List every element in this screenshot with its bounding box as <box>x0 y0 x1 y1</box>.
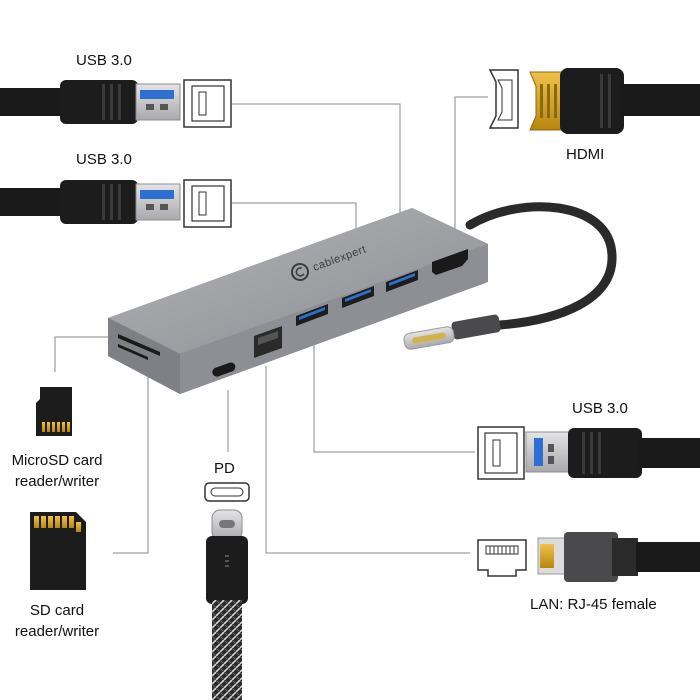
label-microsd-line2: reader/writer <box>14 473 100 490</box>
leader-usb-right <box>313 342 475 453</box>
hdmi-port-icon <box>488 69 519 129</box>
microsd-card-icon <box>36 387 72 436</box>
usb-cable-top-2 <box>0 180 181 224</box>
pd-usb-c-cable <box>206 509 248 700</box>
leader-microsd <box>54 336 118 372</box>
usb-a-port-icon <box>477 426 525 480</box>
sd-card-icon <box>30 512 86 590</box>
usb-cable-top-1 <box>0 80 181 124</box>
label-usb-right: USB 3.0 <box>572 400 628 417</box>
hub-microsd-slot <box>118 344 148 360</box>
label-sd: SD card reader/writer <box>2 600 112 642</box>
usb-c-port-icon <box>204 482 250 502</box>
hub-sd-slot <box>118 334 160 356</box>
hub-usb-c-port <box>212 362 236 377</box>
label-sd-line1: SD card <box>29 602 85 619</box>
usb-c-hub: cablexpert <box>108 208 488 394</box>
label-microsd-line1: MicroSD card <box>11 452 103 469</box>
label-sd-line2: reader/writer <box>14 623 100 640</box>
label-usb-top-1: USB 3.0 <box>76 52 132 69</box>
hub-hdmi-port <box>432 249 468 275</box>
usb-a-port-icon <box>183 79 232 128</box>
hdmi-cable <box>529 68 700 134</box>
brand-logo-icon <box>291 263 309 281</box>
leader-lan <box>265 366 470 554</box>
rj45-port-icon <box>477 539 527 577</box>
leader-hdmi <box>454 96 488 268</box>
hub-usb-c-cable <box>403 202 617 350</box>
label-microsd: MicroSD card reader/writer <box>2 450 112 492</box>
label-lan: LAN: RJ-45 female <box>530 596 657 613</box>
leader-sd <box>113 345 149 554</box>
label-hdmi: HDMI <box>566 146 605 163</box>
usb-cable-right <box>525 428 700 478</box>
lan-cable <box>537 532 700 582</box>
label-usb-top-2: USB 3.0 <box>76 151 132 168</box>
label-pd: PD <box>214 460 235 477</box>
usb-a-port-icon <box>183 179 232 228</box>
